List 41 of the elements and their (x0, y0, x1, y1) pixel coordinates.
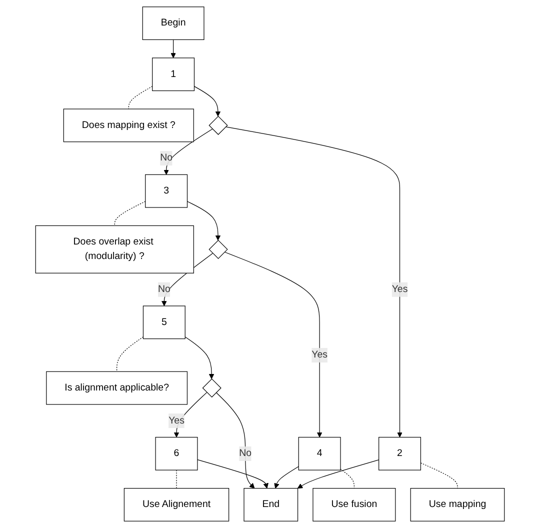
node-box: Begin (142, 6, 204, 40)
arrow (194, 86, 221, 117)
node-box: 1 (152, 58, 195, 92)
node-diamond (208, 116, 228, 135)
arrow (274, 466, 299, 489)
connector (176, 470, 177, 489)
node-box: Is alignment applicable? (46, 371, 188, 405)
edge-label: Yes (392, 284, 408, 294)
node-diamond (208, 240, 228, 259)
node-box: End (244, 488, 298, 522)
arrow (297, 459, 380, 489)
node-box: 6 (155, 436, 198, 470)
arrow (224, 252, 322, 438)
connector (114, 201, 146, 226)
arrow (184, 336, 214, 380)
node-box: 2 (378, 436, 421, 470)
edge-label: No (158, 284, 170, 294)
node-box: 5 (142, 306, 186, 340)
node-box: Does mapping exist ? (63, 108, 194, 142)
node-box: Use mapping (410, 488, 505, 522)
connector (420, 462, 458, 489)
edge-label: Yes (312, 350, 328, 360)
arrow (164, 128, 213, 175)
node-box: Does overlap exist (modularity) ? (35, 225, 194, 274)
connector (128, 86, 153, 110)
edge-label: No (239, 448, 252, 459)
node-box: 3 (145, 174, 188, 208)
arrow (197, 459, 268, 489)
arrow (216, 392, 255, 489)
arrow (170, 39, 176, 58)
connector (116, 336, 144, 372)
arrow (174, 392, 208, 438)
node-box: 4 (298, 436, 341, 470)
edge-label: No (160, 152, 173, 164)
edge-label: Yes (168, 415, 184, 426)
node-box: Use fusion (312, 488, 396, 522)
arrow (225, 126, 402, 438)
connector (340, 468, 354, 489)
node-box: Use Alignement (124, 488, 230, 522)
node-diamond (202, 378, 222, 398)
arrow (186, 201, 221, 241)
